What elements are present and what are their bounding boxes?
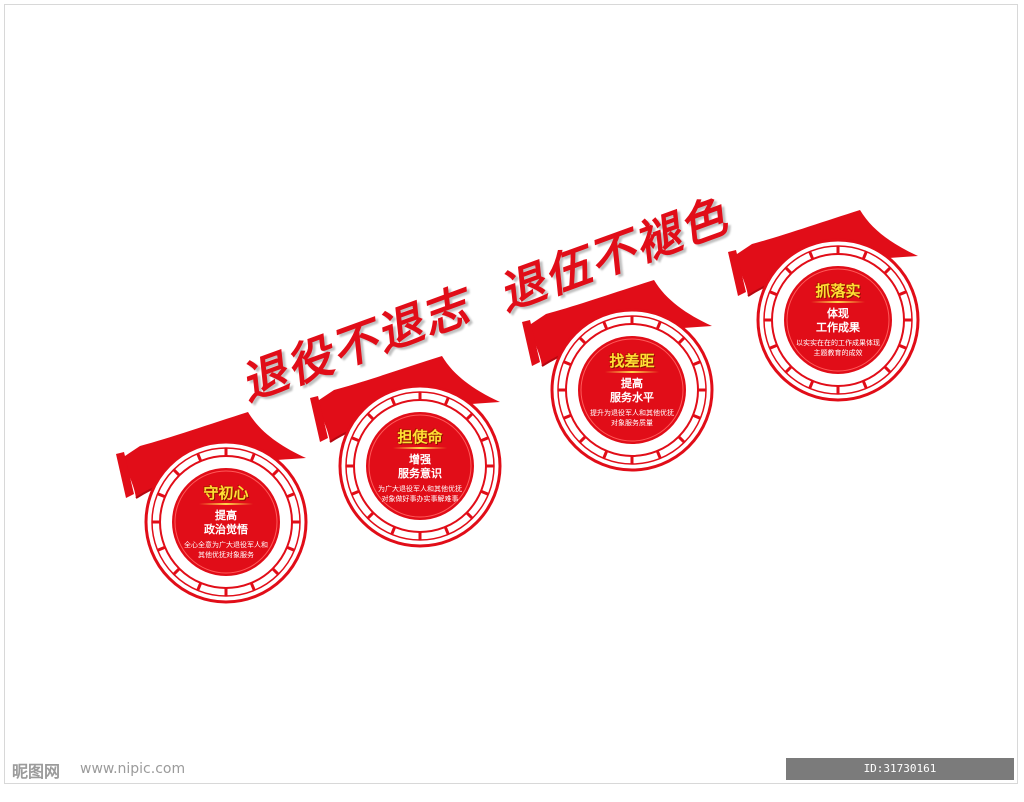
panel-disc: 抓落实 体现 工作成果 以实实在在的工作成果体现主题教育的成效 xyxy=(784,266,892,374)
wheel-spoke xyxy=(351,489,360,496)
panel-disc: 找差距 提高 服务水平 提升为退役军人和其他优抚对象服务质量 xyxy=(578,336,686,444)
wheel-center-rim xyxy=(580,338,684,442)
wheel-spoke xyxy=(366,412,375,421)
wheel-spoke xyxy=(861,380,868,389)
wheel-spoke xyxy=(480,489,489,496)
wheel-spoke xyxy=(784,365,793,374)
wheel-spoke xyxy=(677,336,686,345)
wheel-spoke xyxy=(808,251,815,260)
wheel-spoke xyxy=(271,468,280,477)
flag-pole xyxy=(728,250,746,296)
panel-badge: 找差距 xyxy=(609,351,655,370)
wheel-spoke xyxy=(157,492,166,499)
watermark-id: ID:31730161 NO:20220823193338957102 xyxy=(786,758,1014,797)
flag-pole xyxy=(522,320,540,366)
wheel-spoke xyxy=(249,582,256,591)
wheel-spoke xyxy=(692,413,701,420)
badge-underline xyxy=(811,300,865,303)
panel-body: 以实实在在的工作成果体现主题教育的成效 xyxy=(796,338,880,357)
wheel-spoke xyxy=(655,321,662,330)
watermark-url: www.nipic.com xyxy=(80,761,186,777)
wheel-spoke xyxy=(769,343,778,350)
flag-wheel-decoration xyxy=(116,412,308,604)
panel-title-line1: 增强 xyxy=(409,452,431,466)
wheel-spoke xyxy=(390,397,397,406)
wheel-spoke xyxy=(602,450,609,459)
wheel-spoke xyxy=(249,453,256,462)
wheel-spoke xyxy=(883,365,892,374)
wheel-spoke xyxy=(465,511,474,520)
wheel-spoke xyxy=(366,511,375,520)
wheel-spoke xyxy=(443,526,450,535)
wheel-spoke xyxy=(271,567,280,576)
panel-body: 为广大退役军人和其他优抚对象做好事办实事解难事 xyxy=(378,484,462,503)
panel-title-line2: 服务水平 xyxy=(610,390,654,404)
panel-body: 全心全意为广大退役军人和其他优抚对象服务 xyxy=(184,540,268,559)
badge-underline xyxy=(199,502,253,505)
wheel-spoke xyxy=(883,266,892,275)
flag-wheel-decoration xyxy=(728,210,920,402)
wheel-center-rim xyxy=(786,268,890,372)
wheel-spoke xyxy=(563,360,572,367)
wheel-spoke xyxy=(563,413,572,420)
wheel-spoke xyxy=(390,526,397,535)
wheel-center-disc xyxy=(366,412,474,520)
wheel-spoke xyxy=(351,436,360,443)
wheel-spoke xyxy=(157,545,166,552)
wheel-spoke xyxy=(578,435,587,444)
panel-badge: 守初心 xyxy=(203,483,249,502)
wheel-spoke xyxy=(443,397,450,406)
panel-title-line1: 提高 xyxy=(621,376,643,390)
wheel-center-rim xyxy=(368,414,472,518)
wheel-center-disc xyxy=(578,336,686,444)
panel-title-line1: 提高 xyxy=(215,508,237,522)
wheel-spoke xyxy=(465,412,474,421)
wheel-spoke xyxy=(286,545,295,552)
panel-disc: 守初心 提高 政治觉悟 全心全意为广大退役军人和其他优抚对象服务 xyxy=(172,468,280,576)
wheel-spoke xyxy=(172,567,181,576)
badge-underline xyxy=(393,446,447,449)
wheel-spoke xyxy=(655,450,662,459)
wheel-spoke xyxy=(769,290,778,297)
wheel-spoke xyxy=(196,453,203,462)
wheel-center-disc xyxy=(784,266,892,374)
flag-pole xyxy=(310,396,328,442)
wheel-spoke xyxy=(602,321,609,330)
wheel-spoke xyxy=(172,468,181,477)
panel-body: 提升为退役军人和其他优抚对象服务质量 xyxy=(590,408,674,427)
wheel-spoke xyxy=(677,435,686,444)
wheel-spoke xyxy=(480,436,489,443)
panel-badge: 担使命 xyxy=(397,427,443,446)
flag-wheel-decoration xyxy=(310,356,502,548)
wheel-spoke xyxy=(808,380,815,389)
wheel-spoke xyxy=(898,290,907,297)
panel-4: 抓落实 体现 工作成果 以实实在在的工作成果体现主题教育的成效 xyxy=(712,196,932,416)
wheel-center-disc xyxy=(172,468,280,576)
panel-title-line2: 服务意识 xyxy=(398,466,442,480)
panel-title-line2: 工作成果 xyxy=(816,320,860,334)
wheel-spoke xyxy=(578,336,587,345)
badge-underline xyxy=(605,370,659,373)
panel-1: 守初心 提高 政治觉悟 全心全意为广大退役军人和其他优抚对象服务 xyxy=(100,398,320,618)
panel-disc: 担使命 增强 服务意识 为广大退役军人和其他优抚对象做好事办实事解难事 xyxy=(366,412,474,520)
wheel-spoke xyxy=(286,492,295,499)
wheel-spoke xyxy=(692,360,701,367)
wheel-spoke xyxy=(784,266,793,275)
panel-2: 担使命 增强 服务意识 为广大退役军人和其他优抚对象做好事办实事解难事 xyxy=(294,342,514,562)
panel-badge: 抓落实 xyxy=(815,281,861,300)
wheel-spoke xyxy=(861,251,868,260)
wheel-spoke xyxy=(196,582,203,591)
wheel-spoke xyxy=(898,343,907,350)
flag-pole xyxy=(116,452,134,498)
panel-title-line1: 体现 xyxy=(827,306,849,320)
panel-3: 找差距 提高 服务水平 提升为退役军人和其他优抚对象服务质量 xyxy=(506,266,726,486)
watermark-logo: 昵图网 xyxy=(12,762,61,781)
flag-wheel-decoration xyxy=(522,280,714,472)
panel-title-line2: 政治觉悟 xyxy=(204,522,248,536)
wheel-center-rim xyxy=(174,470,278,574)
